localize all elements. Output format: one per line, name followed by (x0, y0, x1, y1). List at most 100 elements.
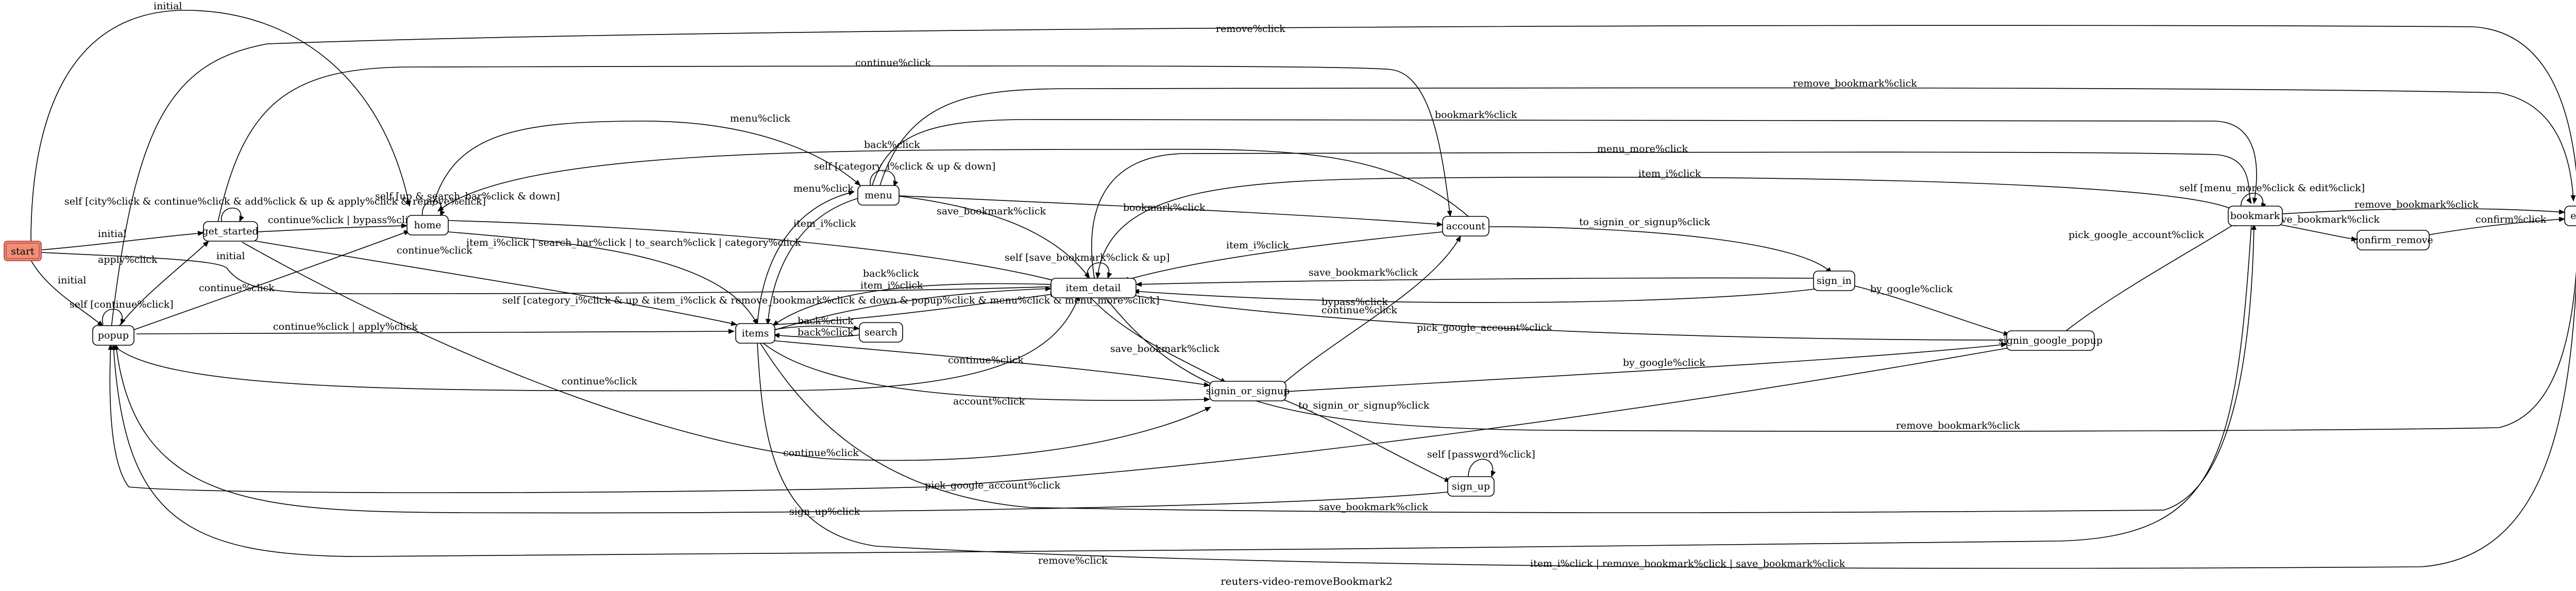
edge-items-sos-account (762, 342, 1210, 402)
node-search: search (859, 322, 903, 343)
edge-label-continue-top: continue%click (855, 57, 931, 69)
svg-text:sign_in: sign_in (1817, 275, 1852, 286)
edge-signin-gp (1854, 285, 2010, 336)
edge-menu-end-rb (878, 87, 2576, 201)
node-sign-up: sign_up (1447, 476, 1495, 497)
edge-label-initial-gs1: initial (98, 228, 127, 240)
edge-label-self-category-up-down: self [category_i%click & up & down] (814, 161, 995, 172)
node-signin-google-popup: signin_google_popup (1998, 330, 2103, 351)
svg-text:signin_google_popup: signin_google_popup (1998, 335, 2103, 346)
edge-id-bm-menu-more (1091, 151, 2252, 281)
edge-gs-items (247, 239, 737, 326)
edge-label-remove-bookmark-top: remove_bookmark%click (1793, 78, 1917, 89)
node-bookmark: bookmark (2228, 206, 2283, 226)
edge-label-self-save-up: self [save_bookmark%click & up] (1005, 252, 1170, 263)
svg-text:sign_up: sign_up (1452, 481, 1490, 492)
edge-account-id (1123, 231, 1443, 282)
edge-id-sos (1087, 293, 1227, 383)
edge-label-save-bookmark-id-sos: save_bookmark%click (1110, 343, 1220, 354)
edge-label-bypass: bypass%click (1321, 296, 1388, 308)
edge-signin-id (1136, 277, 1814, 287)
node-get-started: get_started (202, 221, 259, 242)
svg-text:start: start (11, 246, 35, 257)
diagram-caption: reuters-video-removeBookmark2 (1221, 575, 1393, 587)
edge-label-self-continue-popup: self [continue%click] (70, 299, 174, 310)
node-end: end (2564, 206, 2576, 226)
edge-popup-items (136, 329, 735, 334)
edge-bm-popup-remove (111, 224, 2252, 557)
edge-items-menu (757, 190, 855, 325)
svg-text:bookmark: bookmark (2230, 210, 2280, 222)
edge-label-pick-google-gp: pick_google_account%click (1417, 322, 1553, 333)
edge-signup-popup (114, 344, 1448, 514)
edge-popup-self (102, 309, 126, 325)
edge-label-remove-top: remove%click (1216, 23, 1285, 35)
edge-items-sos (767, 340, 1210, 387)
edge-popup-end-remove (110, 25, 2576, 333)
edge-gs-account (216, 65, 1452, 230)
edge-bm-id-item (1095, 177, 2231, 279)
edge-label-confirm: confirm%click (2476, 214, 2547, 225)
edge-items-end-bottom (757, 229, 2576, 569)
edge-label-item-i-remove-save: item_i%click | remove_bookmark%click | s… (1530, 558, 1845, 569)
node-menu: menu (857, 185, 900, 206)
edge-label-to-signin-or-signup: to_signin_or_signup%click (1579, 216, 1710, 228)
edge-sos-gp (1285, 342, 2007, 392)
edge-label-menu-more-click: menu_more%click (1597, 143, 1688, 155)
edge-label-continue-home-items: continue%click (397, 245, 472, 256)
svg-text:confirm_remove: confirm_remove (2353, 234, 2433, 246)
node-confirm-remove: confirm_remove (2353, 230, 2433, 250)
edge-label-rb-bm-cr: remove_bookmark%click (2256, 214, 2380, 225)
edge-label-item-i-click-bm: item_i%click (1638, 168, 1701, 179)
nodes: start popup get_started home menu items … (4, 185, 2576, 497)
edge-label-menu-click-home: menu%click (730, 113, 790, 124)
svg-text:search: search (865, 327, 897, 338)
edge-id-self (1087, 262, 1112, 279)
edge-label-bookmark-click-account: bookmark%click (1123, 202, 1206, 213)
edge-home-self (422, 200, 445, 217)
edges: initial remove%click continue%click remo… (30, 1, 2576, 569)
node-account: account (1442, 216, 1489, 237)
edge-label-item-i-click-itemdetail: item_i%click (860, 280, 923, 291)
edge-search-items (773, 333, 860, 339)
edge-sos-signup (1282, 399, 1451, 482)
edge-home-items (448, 231, 758, 325)
edge-label-continue-apply: continue%click | apply%click (273, 321, 418, 332)
edge-signin-id-continue (1133, 288, 1819, 303)
edge-label-self-home: self [up & search_bar%click & down] (375, 191, 560, 202)
edge-label-continue-popup-home: continue%click (199, 282, 275, 294)
edge-label-initial-gs2: initial (216, 250, 245, 262)
edge-label-save-bookmark-menu: save_bookmark%click (937, 206, 1046, 217)
edge-label-by-google-signin: by_google%click (1870, 283, 1953, 295)
edge-label-self-password: self [password%click] (1427, 449, 1535, 460)
edge-label-account-click: account%click (953, 396, 1025, 407)
edge-label-by-google-sos: by_google%click (1623, 357, 1705, 368)
edge-menu-account (899, 195, 1443, 227)
edge-label-continue-items-sos: continue%click (948, 354, 1024, 366)
edge-popup-gs (115, 241, 209, 330)
edge-label-to-signin-sos-signup: to_signin_or_signup%click (1298, 400, 1430, 411)
edge-popup-home (133, 230, 410, 330)
edge-label-pick-google-bm: pick_google_account%click (2069, 229, 2205, 241)
edge-label-initial-top: initial (154, 1, 182, 12)
edge-home-id (448, 220, 1062, 284)
edge-gp-bm (2060, 221, 2239, 335)
svg-text:items: items (742, 328, 769, 339)
edge-start-itemdetail (41, 252, 1057, 294)
edge-account-signin (1488, 226, 1832, 274)
edge-bm-end (2282, 208, 2565, 215)
edge-id-items-back (772, 283, 1052, 326)
edge-items-bm-save (759, 224, 2257, 513)
edge-label-save-bookmark-items-bm: save_bookmark%click (1319, 501, 1429, 513)
edge-label-item-i-click-items: item_i%click (793, 218, 856, 229)
edge-label-continue-gs-sos: continue%click (783, 447, 859, 459)
svg-text:home: home (414, 219, 442, 231)
edge-gs-sos (242, 242, 1211, 461)
edge-label-continue-popup-id: continue%click (562, 376, 637, 387)
edge-bm-cr (2277, 224, 2358, 242)
edge-label-back-click-search2: back%click (798, 327, 854, 338)
edge-start-home (30, 10, 411, 243)
edge-label-remove-click-bottom: remove%click (1038, 555, 1108, 566)
edge-gs-home (257, 223, 408, 232)
